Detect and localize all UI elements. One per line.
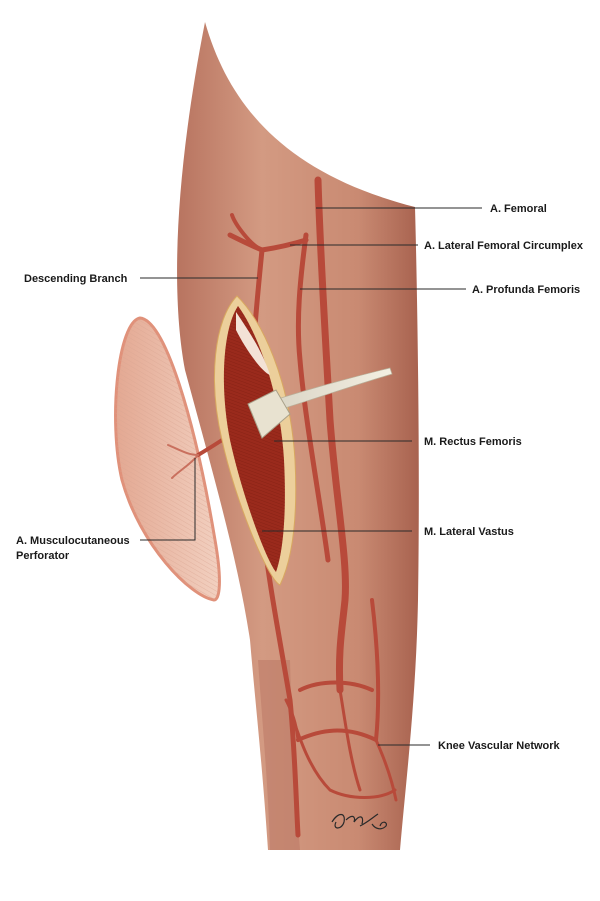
label-rectus-femoris: M. Rectus Femoris [424,436,522,448]
knee-network-3 [296,728,378,742]
artist-signature [331,813,387,830]
label-femoral: A. Femoral [490,203,547,215]
skin-flap-texture [115,318,220,600]
femoral-artery [314,176,349,694]
label-descending-branch: Descending Branch [24,273,128,285]
leader-perforator [140,458,196,541]
knee-network-7 [284,698,300,742]
retractor-handle [267,367,393,413]
retractor [247,367,393,439]
rectus-femoris-highlight [236,312,270,375]
label-perforator-line2: Perforator [16,550,70,562]
knee-network-1 [298,680,374,692]
retractor-blade [247,389,291,439]
label-lateral-circumflex: A. Lateral Femoral Circumplex [424,240,584,252]
label-profunda: A. Profunda Femoris [472,284,580,296]
knee-network-2 [370,598,381,742]
perforator-branch-a [167,444,199,456]
leader-lines [140,207,482,746]
incision-muscle-fibers [223,306,285,572]
label-perforator-line1: A. Musculocutaneous [16,535,130,547]
label-lateral-vastus: M. Lateral Vastus [424,526,514,538]
perforator-branch-b [171,454,199,479]
knee-network-5 [338,688,362,792]
label-knee-network: Knee Vascular Network [438,740,561,752]
profunda-artery [295,232,331,563]
circumflex-branch [230,213,264,252]
thigh-skin [177,22,419,850]
